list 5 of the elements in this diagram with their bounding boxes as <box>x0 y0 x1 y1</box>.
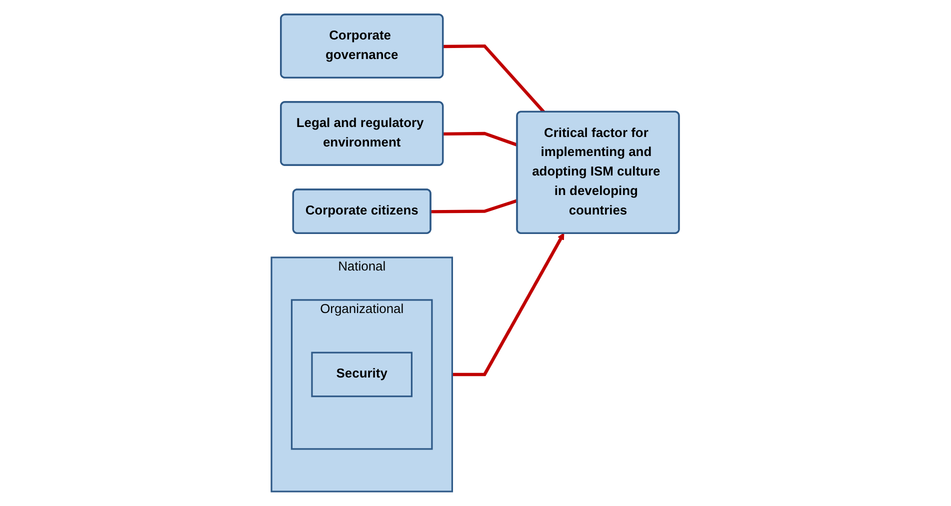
connector <box>443 132 518 147</box>
arrow <box>452 232 564 376</box>
connector <box>431 199 518 214</box>
node-box: Security <box>311 352 413 398</box>
connector <box>443 44 546 114</box>
